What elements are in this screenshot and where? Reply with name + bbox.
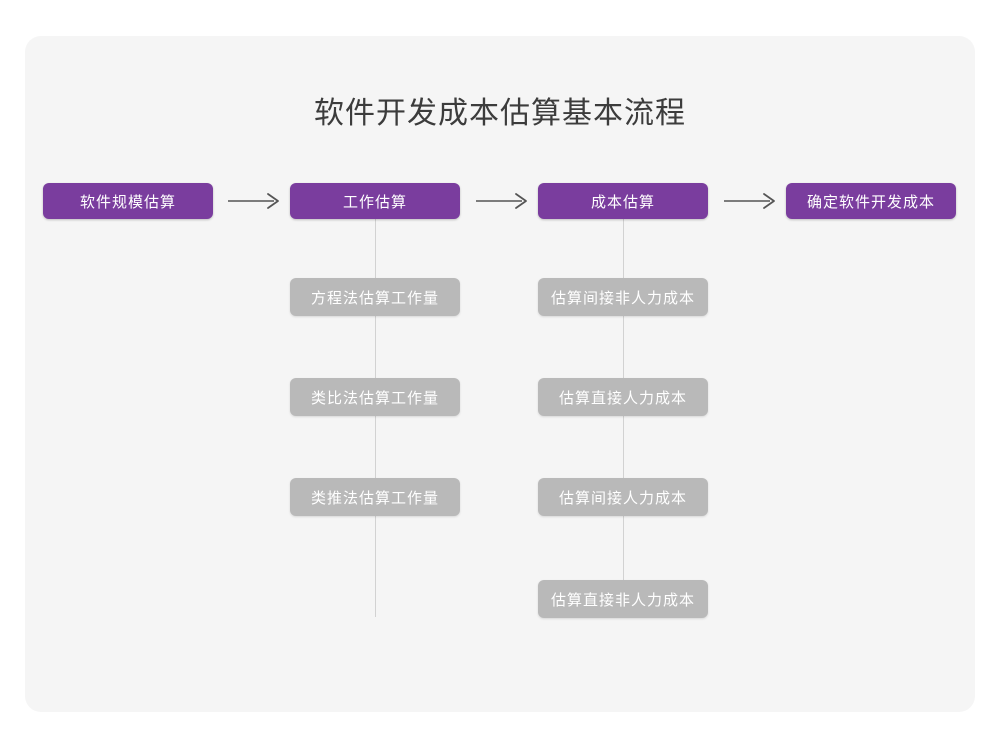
connector-line-cost [623,217,624,617]
page-title: 软件开发成本估算基本流程 [314,97,686,130]
sub-step-analogy-inference-method-workload[interactable]: 类推法估算工作量 [290,478,460,516]
sub-step-direct-non-labor-cost[interactable]: 估算直接非人力成本 [538,580,708,618]
flow-step-cost-estimation[interactable]: 成本估算 [538,183,708,219]
flow-step-label: 工作估算 [342,193,407,211]
sub-step-label: 估算直接人力成本 [558,389,687,407]
sub-step-indirect-non-labor-cost[interactable]: 估算间接非人力成本 [538,278,708,316]
sub-step-label: 类推法估算工作量 [310,489,439,507]
right-arrow-icon [476,190,530,212]
right-arrow-icon [724,190,778,212]
connector-line-work [375,217,376,617]
sub-step-direct-labor-cost[interactable]: 估算直接人力成本 [538,378,708,416]
sub-step-label: 估算直接非人力成本 [550,591,695,609]
right-arrow-icon [228,190,282,212]
sub-step-label: 估算间接非人力成本 [550,289,695,307]
sub-step-label: 类比法估算工作量 [310,389,439,407]
flow-step-work-estimation[interactable]: 工作估算 [290,183,460,219]
flow-step-determine-development-cost[interactable]: 确定软件开发成本 [786,183,956,219]
flow-step-label: 软件规模估算 [79,193,176,211]
flow-step-software-scale-estimation[interactable]: 软件规模估算 [43,183,213,219]
sub-step-indirect-labor-cost[interactable]: 估算间接人力成本 [538,478,708,516]
sub-step-label: 估算间接人力成本 [558,489,687,507]
sub-step-label: 方程法估算工作量 [310,289,439,307]
flow-step-label: 确定软件开发成本 [806,193,935,211]
flow-step-label: 成本估算 [590,193,655,211]
sub-step-analogy-method-workload[interactable]: 类比法估算工作量 [290,378,460,416]
sub-step-equation-method-workload[interactable]: 方程法估算工作量 [290,278,460,316]
content-card [25,36,975,712]
